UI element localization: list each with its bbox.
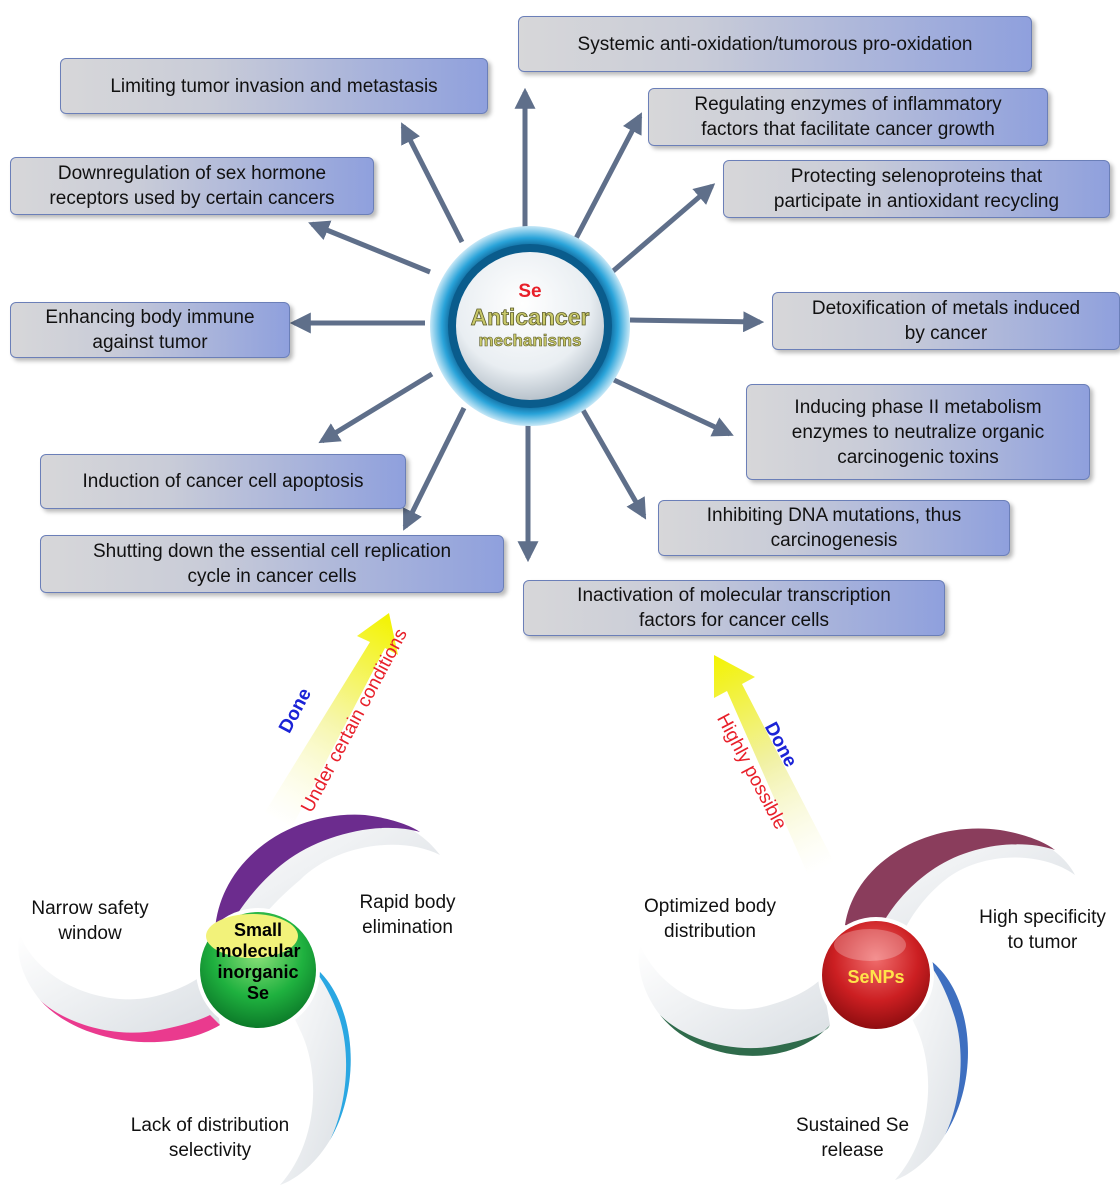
mechanism-label: Inhibiting DNA mutations, thus carcinoge… [706, 505, 962, 551]
right-label-high-specificity: High specificity to tumor [979, 907, 1106, 953]
left-blade-pink [18, 935, 221, 1043]
mechanism-box-m9: Induction of cancer cell apoptosis [40, 454, 406, 509]
left-label-distribution-selectivity: Lack of distribution selectivity [130, 1115, 290, 1161]
left-center-label: Small molecular inorganic Se [215, 920, 301, 1003]
mechanism-label: Downregulation of sex hormone receptors … [49, 163, 335, 209]
center-subtitle: mechanisms [478, 331, 582, 351]
mechanism-label: Regulating enzymes of inflammatory facto… [694, 94, 1002, 140]
mechanism-label: Inactivation of molecular transcription … [577, 585, 891, 631]
arrow-m11 [402, 406, 467, 531]
left-progress-arrow [265, 613, 398, 827]
arrow-m9 [318, 371, 434, 444]
right-center-ball [822, 921, 930, 1029]
right-center-label: SeNPs [847, 967, 905, 987]
mechanism-box-m6: Enhancing body immune against tumor [10, 302, 290, 358]
mechanism-box-m2: Limiting tumor invasion and metastasis [60, 58, 488, 114]
mechanism-label: Protecting selenoproteins that participa… [773, 166, 1060, 212]
right-progress-arrow [714, 655, 834, 875]
mechanism-box-m8: Inducing phase II metabolism enzymes to … [746, 384, 1090, 480]
mechanism-label: Systemic anti-oxidation/tumorous pro-oxi… [577, 33, 973, 55]
center-badge [430, 226, 630, 426]
arrow-m7 [629, 311, 765, 333]
left-label-rapid-elimination: Rapid body elimination [359, 892, 456, 938]
mechanism-box-m11: Shutting down the essential cell replica… [40, 535, 504, 593]
right-pinwheel [638, 828, 1075, 1180]
left-pinwheel [18, 814, 440, 1185]
mechanism-label: Inducing phase II metabolism enzymes to … [791, 396, 1045, 468]
radial-arrows [289, 87, 765, 563]
arrow-m8 [612, 377, 734, 437]
mechanism-label: Enhancing body immune against tumor [45, 307, 255, 353]
mechanism-box-m10: Inhibiting DNA mutations, thus carcinoge… [658, 500, 1010, 556]
arrow-m10 [580, 408, 647, 520]
mechanism-box-m3: Regulating enzymes of inflammatory facto… [648, 88, 1048, 146]
right-label-sustained-release: Sustained Se release [795, 1115, 910, 1161]
center-element: Se [518, 281, 542, 302]
arrow-m5 [610, 183, 716, 274]
center-title: Anticancer [470, 304, 590, 331]
mechanism-box-m4: Downregulation of sex hormone receptors … [10, 157, 374, 215]
mechanism-box-m7: Detoxification of metals induced by canc… [772, 292, 1120, 350]
arrow-m3 [569, 112, 643, 248]
arrow-m2 [400, 122, 465, 244]
mechanism-box-m12: Inactivation of molecular transcription … [523, 580, 945, 636]
left-label-narrow-safety: Narrow safety window [31, 898, 149, 944]
arrow-m4 [308, 220, 431, 275]
right-blade-green [638, 945, 830, 1056]
mechanism-label: Limiting tumor invasion and metastasis [110, 75, 438, 97]
center-title-block: Se Anticancer mechanisms [455, 280, 605, 352]
mechanism-label: Shutting down the essential cell replica… [92, 541, 452, 587]
mechanism-box-m5: Protecting selenoproteins that participa… [723, 160, 1110, 218]
mechanism-box-m1: Systemic anti-oxidation/tumorous pro-oxi… [518, 16, 1032, 72]
mechanism-label: Detoxification of metals induced by canc… [811, 298, 1081, 344]
mechanism-label: Induction of cancer cell apoptosis [82, 471, 364, 492]
right-label-optimized-distribution: Optimized body distribution [643, 896, 776, 942]
